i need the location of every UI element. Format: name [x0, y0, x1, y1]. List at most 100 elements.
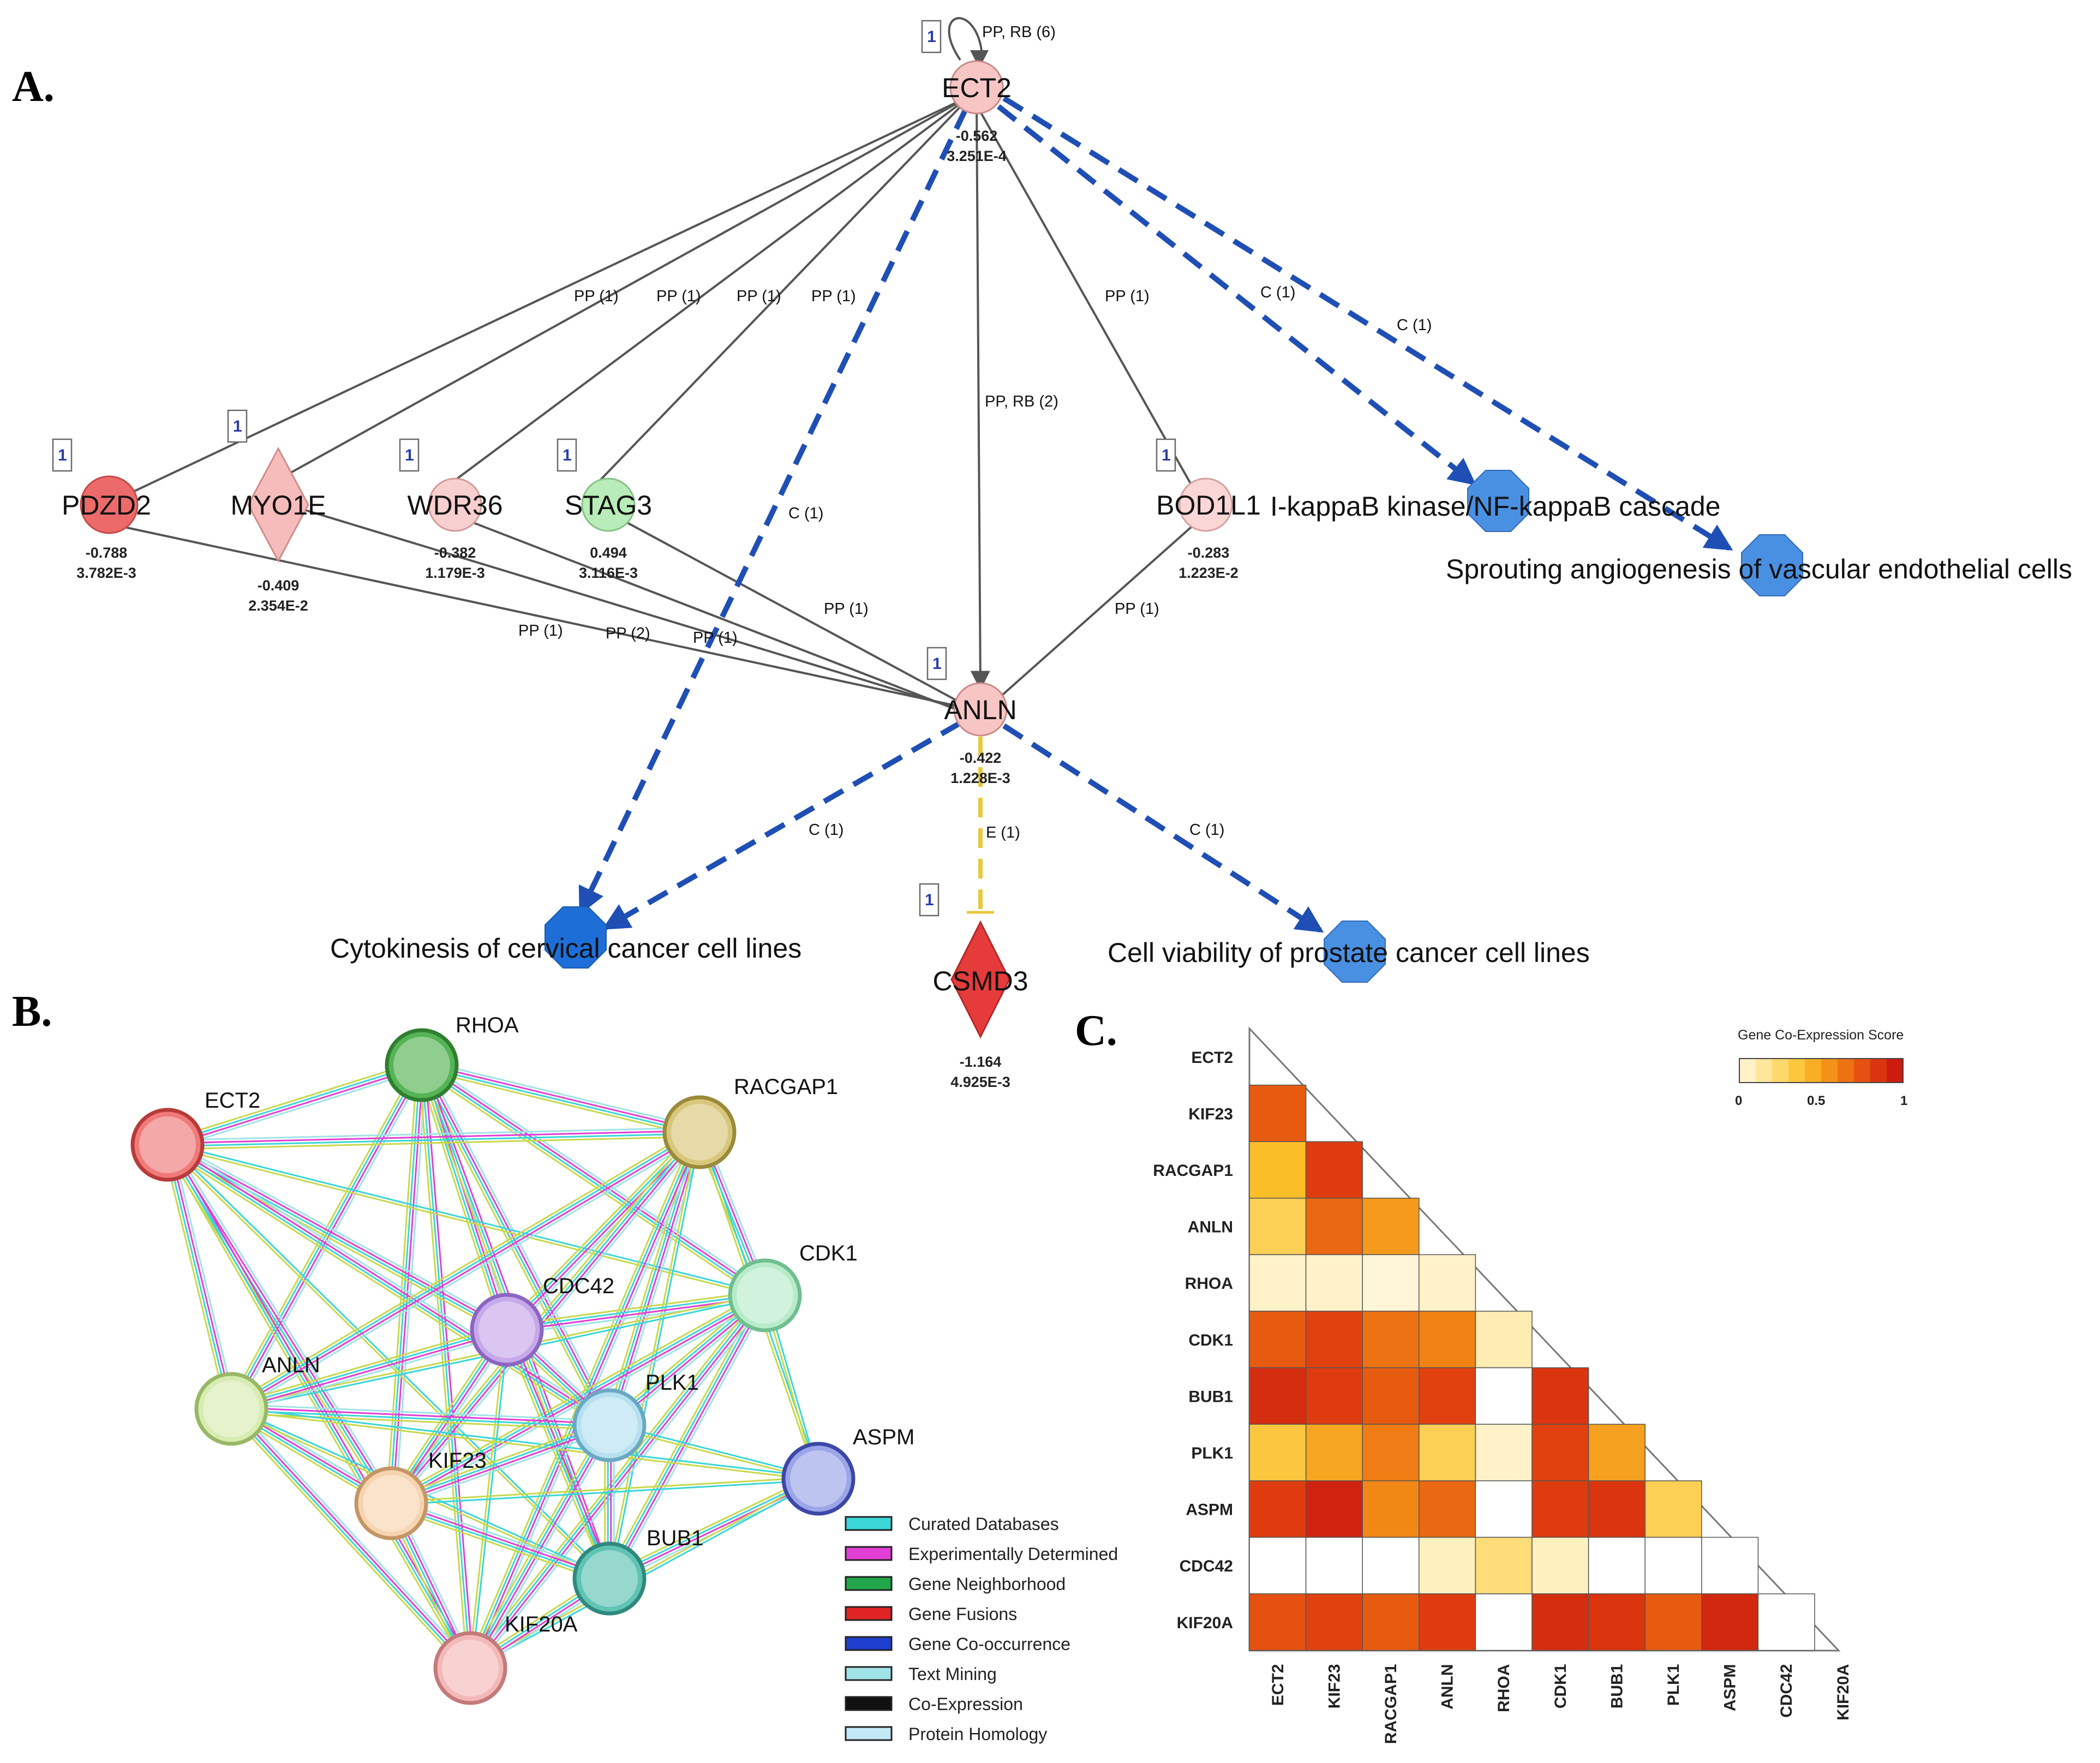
heatmap: ECT2KIF23RACGAP1ANLNRHOACDK1BUB1PLK1ASPM…	[1153, 1026, 1907, 1744]
p-stag3: 3.116E-3	[579, 565, 638, 581]
string-edge-anln-plk1-line-2	[231, 1409, 609, 1428]
fc-bod1l1: -0.283	[1188, 545, 1230, 561]
edge-label-ect2-myo1e: PP (1)	[656, 288, 701, 305]
p-csmd3: 4.925E-3	[950, 1074, 1010, 1090]
string-edge-ect2-kif20a-line-1	[166, 1144, 471, 1669]
legend-swatch-6	[845, 1696, 893, 1711]
string-edge-cdc42-bub1-line-2	[503, 1330, 608, 1580]
string-edges	[162, 1060, 821, 1673]
string-node-structure-rhoa	[393, 1037, 450, 1093]
heatmap-column-label-ect2: ECT2	[1269, 1664, 1287, 1706]
p-anln: 1.228E-3	[950, 770, 1010, 786]
string-edge-aspm-kif23-line-1	[391, 1476, 818, 1503]
heatmap-cell-plk1-anln	[1419, 1424, 1476, 1481]
colorbar-step-1	[1756, 1059, 1772, 1083]
edge-label-ect2-stag3: PP (1)	[811, 288, 856, 305]
string-edge-cdk1-bub1-line-0	[612, 1297, 770, 1581]
heatmap-cell-plk1-racgap1	[1362, 1424, 1420, 1481]
heatmap-column-label-rhoa: RHOA	[1495, 1664, 1513, 1712]
string-nodes: RHOAECT2RACGAP1CDK1CDC42ANLNPLK1ASPMKIF2…	[130, 1013, 914, 1705]
heatmap-cell-plk1-ect2	[1249, 1424, 1307, 1481]
heatmap-cell-kif20a-cdc42	[1757, 1593, 1815, 1651]
string-edge-rhoa-ect2-line-0	[169, 1068, 423, 1150]
string-node-circle-rhoa	[385, 1028, 459, 1102]
string-node-label-anln: ANLN	[262, 1353, 320, 1377]
p-myo1e: 2.354E-2	[248, 597, 308, 614]
heatmap-cell-cdk1-rhoa	[1475, 1311, 1533, 1368]
string-edge-racgap1-kif23-line-2	[389, 1131, 699, 1503]
string-edge-rhoa-cdk1-line-3	[418, 1068, 763, 1300]
edge-wdr36-anln	[469, 520, 964, 713]
string-edge-cdk1-kif20a-line-0	[473, 1298, 769, 1672]
string-edge-ect2-plk1-line-1	[167, 1143, 611, 1425]
edge-ect2-wdr36	[454, 94, 972, 481]
string-edge-anln-aspm-line-0	[231, 1406, 819, 1478]
function-node-viab	[1324, 921, 1386, 983]
legend-swatch-1	[845, 1546, 893, 1561]
gene-nodes	[80, 60, 1233, 1039]
string-edge-anln-kif20a-line-3	[227, 1411, 468, 1672]
string-edge-kif23-bub1-line-2	[390, 1504, 609, 1581]
string-edge-racgap1-bub1-line-0	[610, 1132, 702, 1579]
heatmap-cell-bub1-ect2	[1249, 1367, 1307, 1425]
label-wdr36: WDR36	[407, 490, 502, 521]
string-edge-racgap1-kif20a-line-3	[465, 1130, 696, 1667]
function-label-angio: Sprouting angiogenesis of vascular endot…	[1446, 554, 2072, 584]
string-edge-rhoa-racgap1-line-0	[422, 1060, 701, 1129]
colorbar-step-9	[1887, 1059, 1903, 1083]
colorbar-tick-05: 0.5	[1807, 1093, 1825, 1108]
heatmap-cell-bub1-rhoa	[1475, 1367, 1533, 1425]
heatmap-column-label-racgap1: RACGAP1	[1382, 1664, 1400, 1744]
string-node-circle-anln	[194, 1372, 268, 1446]
node-myo1e	[247, 446, 309, 563]
colorbar-step-3	[1788, 1059, 1805, 1083]
heatmap-cell-cdc42-rhoa	[1475, 1537, 1533, 1594]
string-node-circle-plk1	[572, 1388, 647, 1462]
legend-label-0: Curated Databases	[908, 1514, 1059, 1534]
string-edge-ect2-plk1-line-0	[169, 1140, 613, 1423]
heatmap-cell-bub1-kif23	[1305, 1367, 1363, 1425]
count-stag3: 1	[563, 446, 572, 464]
ipa-pp-edges	[109, 17, 1196, 713]
string-node-circle-ect2	[130, 1108, 205, 1182]
string-edge-ect2-anln-line-2	[165, 1145, 231, 1409]
string-edge-rhoa-cdk1-line-1	[422, 1063, 767, 1295]
edge-ect2-bod1l1	[970, 95, 1196, 492]
string-node-structure-ect2	[139, 1116, 196, 1173]
function-label-viab: Cell viability of prostate cancer cell l…	[1108, 937, 1590, 968]
string-legend: Curated Databases Experimentally Determi…	[845, 1514, 1118, 1744]
heatmap-row-label-kif23: KIF23	[1188, 1105, 1233, 1123]
heatmap-cell-cdk1-kif23	[1305, 1311, 1363, 1368]
string-node-circle-racgap1	[662, 1095, 737, 1169]
edge-ect2-stag3	[599, 94, 972, 481]
count-pdzd2: 1	[58, 446, 67, 464]
edge-label-ect2-nfkb: C (1)	[1260, 284, 1295, 301]
colorbar-step-7	[1854, 1059, 1870, 1083]
string-edge-rhoa-ect2-line-1	[167, 1066, 423, 1148]
heatmap-cell-anln-racgap1	[1362, 1198, 1420, 1256]
colorbar-tick-0: 0	[1735, 1093, 1742, 1108]
count-myo1e: 1	[233, 417, 242, 435]
heatmap-cell-bub1-cdk1	[1531, 1367, 1589, 1425]
legend-label-3: Gene Fusions	[908, 1604, 1017, 1624]
string-edge-ect2-cdc42-line-0	[169, 1140, 510, 1327]
string-edge-racgap1-plk1-line-1	[610, 1132, 702, 1426]
heatmap-row-label-aspm: ASPM	[1186, 1501, 1233, 1519]
string-edge-ect2-racgap1-line-1	[167, 1129, 699, 1144]
colorbar-step-6	[1838, 1059, 1854, 1083]
string-edge-cdk1-kif20a-line-2	[468, 1294, 765, 1668]
heatmap-cell-cdc42-bub1	[1588, 1537, 1646, 1594]
edge-label-stag3-anln: PP (1)	[824, 600, 869, 618]
string-edge-cdk1-bub1-line-2	[607, 1294, 764, 1579]
string-edge-plk1-kif20a-line-3	[465, 1423, 607, 1666]
string-node-label-kif23: KIF23	[428, 1449, 487, 1473]
string-node-bub1: BUB1	[572, 1526, 704, 1616]
string-node-kif23: KIF23	[354, 1449, 487, 1540]
colorbar	[1739, 1058, 1904, 1083]
edge-ect2-myo1e	[277, 94, 972, 481]
panel-b-label: B.	[12, 988, 52, 1036]
string-edge-racgap1-anln-line-2	[230, 1130, 699, 1408]
string-node-structure-kif20a	[442, 1640, 499, 1696]
string-edge-plk1-kif23-line-2	[390, 1423, 609, 1503]
